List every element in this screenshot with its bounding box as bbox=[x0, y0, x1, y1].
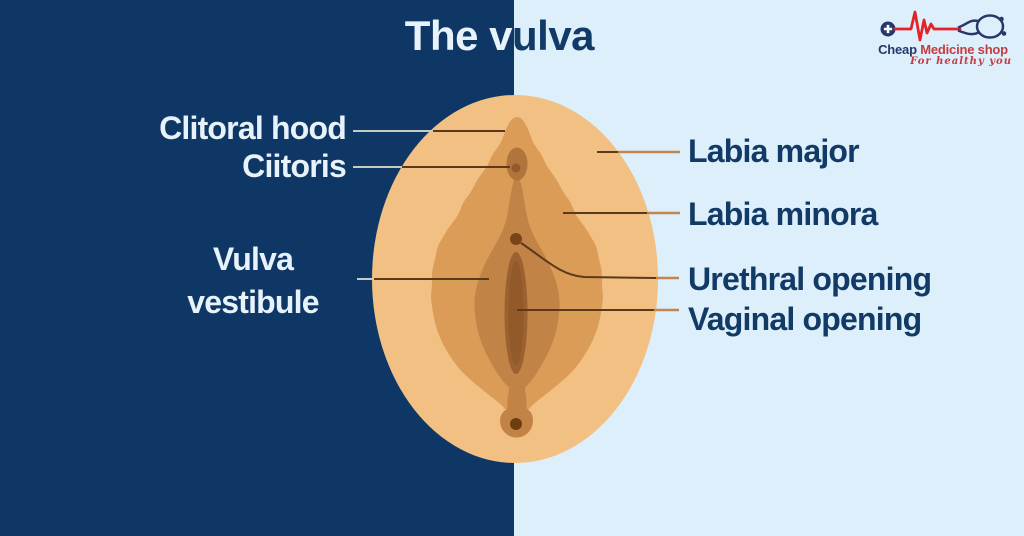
vaginal-opening-core bbox=[508, 261, 524, 365]
urethral-opening-line bbox=[520, 242, 679, 280]
brand-logo: Cheap Medicine shop For healthy you bbox=[868, 4, 1020, 76]
label-vaginal-opening: Vaginal opening bbox=[688, 301, 922, 337]
page-title-left-part: The v bbox=[404, 12, 513, 59]
brand-tagline: For healthy you bbox=[910, 56, 1012, 67]
logo-tube-lower bbox=[957, 29, 980, 36]
label-labia-major: Labia major bbox=[688, 133, 860, 169]
perineum-stem-shape bbox=[500, 386, 533, 438]
label-clitoris: Ciitoris bbox=[242, 148, 347, 184]
brand-name-part1: Cheap bbox=[878, 42, 917, 57]
urethral-opening-dot bbox=[510, 233, 522, 245]
brand-name: Cheap Medicine shop bbox=[870, 42, 1016, 57]
label-clitoral-hood: Clitoral hood bbox=[159, 110, 347, 146]
stethoscope-heartbeat-icon bbox=[880, 10, 1007, 42]
logo-earpiece-top bbox=[999, 16, 1004, 22]
anus-dot bbox=[510, 418, 522, 430]
logo-plus-glyph bbox=[883, 24, 893, 34]
label-vulva-vestibule-line2: vestibule bbox=[187, 284, 319, 320]
label-urethral-opening: Urethral opening bbox=[688, 261, 932, 297]
logo-tube-upper bbox=[957, 19, 979, 29]
logo-stethoscope-loop bbox=[975, 14, 1005, 39]
logo-ekg-line bbox=[893, 10, 962, 42]
brand-name-part2: Medicine shop bbox=[916, 42, 1008, 57]
label-vulva-vestibule: Vulva vestibule bbox=[138, 238, 368, 324]
logo-earpiece-bottom bbox=[1001, 31, 1007, 36]
clitoris-dot bbox=[511, 163, 521, 173]
page-title-right-part: ulva bbox=[512, 12, 595, 59]
label-labia-minora: Labia minora bbox=[688, 196, 878, 232]
label-vulva-vestibule-line1: Vulva bbox=[212, 241, 294, 277]
